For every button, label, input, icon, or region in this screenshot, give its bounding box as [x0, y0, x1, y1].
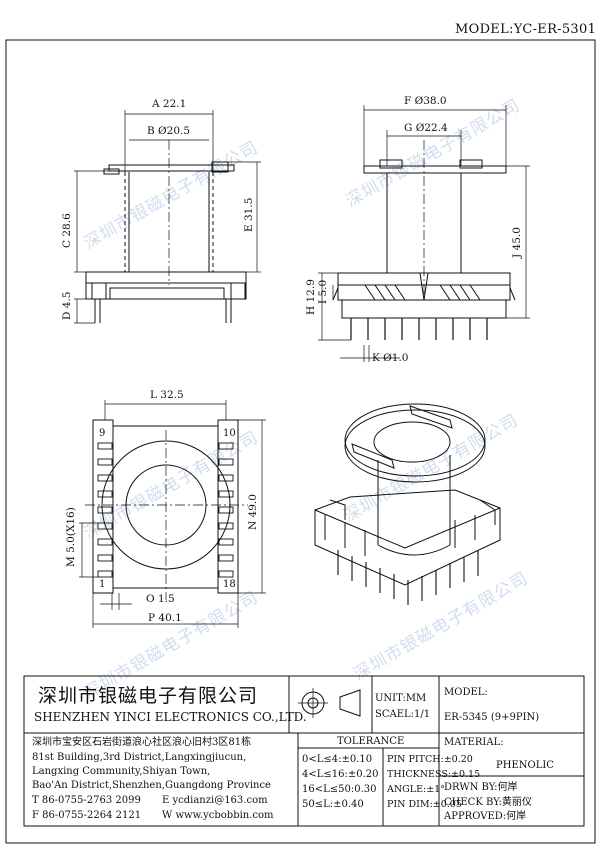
tolerance-title: TOLERANCE — [337, 736, 405, 747]
address-line-1: 深圳市宝安区石岩街道浪心社区浪心旧村3区81栋 — [32, 737, 252, 748]
dim-k-label: K Ø1.0 — [372, 352, 409, 364]
dim-c-label: C 28.6 — [61, 213, 73, 248]
pin-dim-tolerance: PIN DIM:±0.05 — [387, 799, 462, 810]
dim-e-label: E 31.5 — [243, 197, 255, 232]
bottom-view — [79, 400, 266, 628]
dim-n-label: N 49.0 — [247, 494, 259, 530]
model-label: MODEL: — [444, 687, 488, 698]
website: W www.ycbobbin.com — [162, 810, 274, 821]
checked-by: CHECK BY:黄丽仪 — [444, 797, 532, 808]
tolerance-row-3: 16<L≤50:0.30 — [302, 784, 377, 795]
dim-m-label: M 5.0(X16) — [65, 507, 77, 567]
model-number: MODEL:YC-ER-5301 — [455, 22, 597, 37]
pin-pitch-tolerance: PIN PITCH:±0.20 — [387, 754, 473, 765]
dim-a-label: A 22.1 — [152, 98, 187, 110]
dim-o-label: O 1.5 — [146, 593, 175, 605]
telephone: T 86-0755-2763 2099 — [32, 795, 141, 806]
drawn-by: DRWN BY:何岸 — [444, 782, 518, 793]
dim-l-label: L 32.5 — [150, 389, 184, 401]
dim-p-label: P 40.1 — [148, 612, 182, 624]
model-value: ER-5345 (9+9PIN) — [444, 712, 540, 723]
address-line-3: Langxing Community,Shiyan Town, — [32, 766, 211, 777]
dim-j-label: J 45.0 — [511, 227, 523, 258]
dim-d-label: D 4.5 — [61, 291, 73, 320]
unit-label: UNIT:MM — [375, 693, 427, 704]
scale-label: SCAEL:1/1 — [375, 709, 431, 720]
dim-h-label: H 12.9 — [305, 279, 317, 315]
approved-by: APPROVED:何岸 — [444, 811, 527, 822]
isometric-view — [314, 403, 501, 605]
address-line-2: 81st Building,3rd District,Langxingjiucu… — [32, 752, 247, 763]
front-view — [74, 110, 261, 324]
pin-label-9: 9 — [99, 428, 106, 439]
angle-tolerance: ANGLE:±1° — [387, 784, 445, 795]
tolerance-row-1: 0<L≤4:±0.10 — [302, 754, 373, 765]
pin-label-18: 18 — [223, 579, 236, 590]
dim-g-label: G Ø22.4 — [404, 122, 448, 134]
side-view — [318, 105, 530, 362]
material-value: PHENOLIC — [496, 760, 554, 771]
dim-i-label: I 5.0 — [317, 279, 329, 304]
title-block-frame — [23, 675, 585, 827]
address-line-4: Bao'An District,Shenzhen,Guangdong Provi… — [32, 780, 271, 791]
fax: F 86-0755-2264 2121 — [32, 810, 142, 821]
dim-f-label: F Ø38.0 — [404, 95, 447, 107]
pin-label-1: 1 — [99, 579, 106, 590]
tolerance-row-4: 50≤L:±0.40 — [302, 799, 364, 810]
email: E ycdianzi@163.com — [162, 795, 268, 806]
dim-b-label: B Ø20.5 — [147, 125, 191, 137]
tolerance-row-2: 4<L≤16:±0.20 — [302, 769, 379, 780]
company-name-cn: 深圳市银磁电子有限公司 — [38, 685, 259, 707]
thickness-tolerance: THICKNESS:±0.15 — [387, 769, 481, 780]
material-label: MATERIAL: — [444, 737, 504, 748]
pin-label-10: 10 — [223, 428, 236, 439]
company-name-en: SHENZHEN YINCI ELECTRONICS CO.,LTD. — [34, 710, 307, 724]
